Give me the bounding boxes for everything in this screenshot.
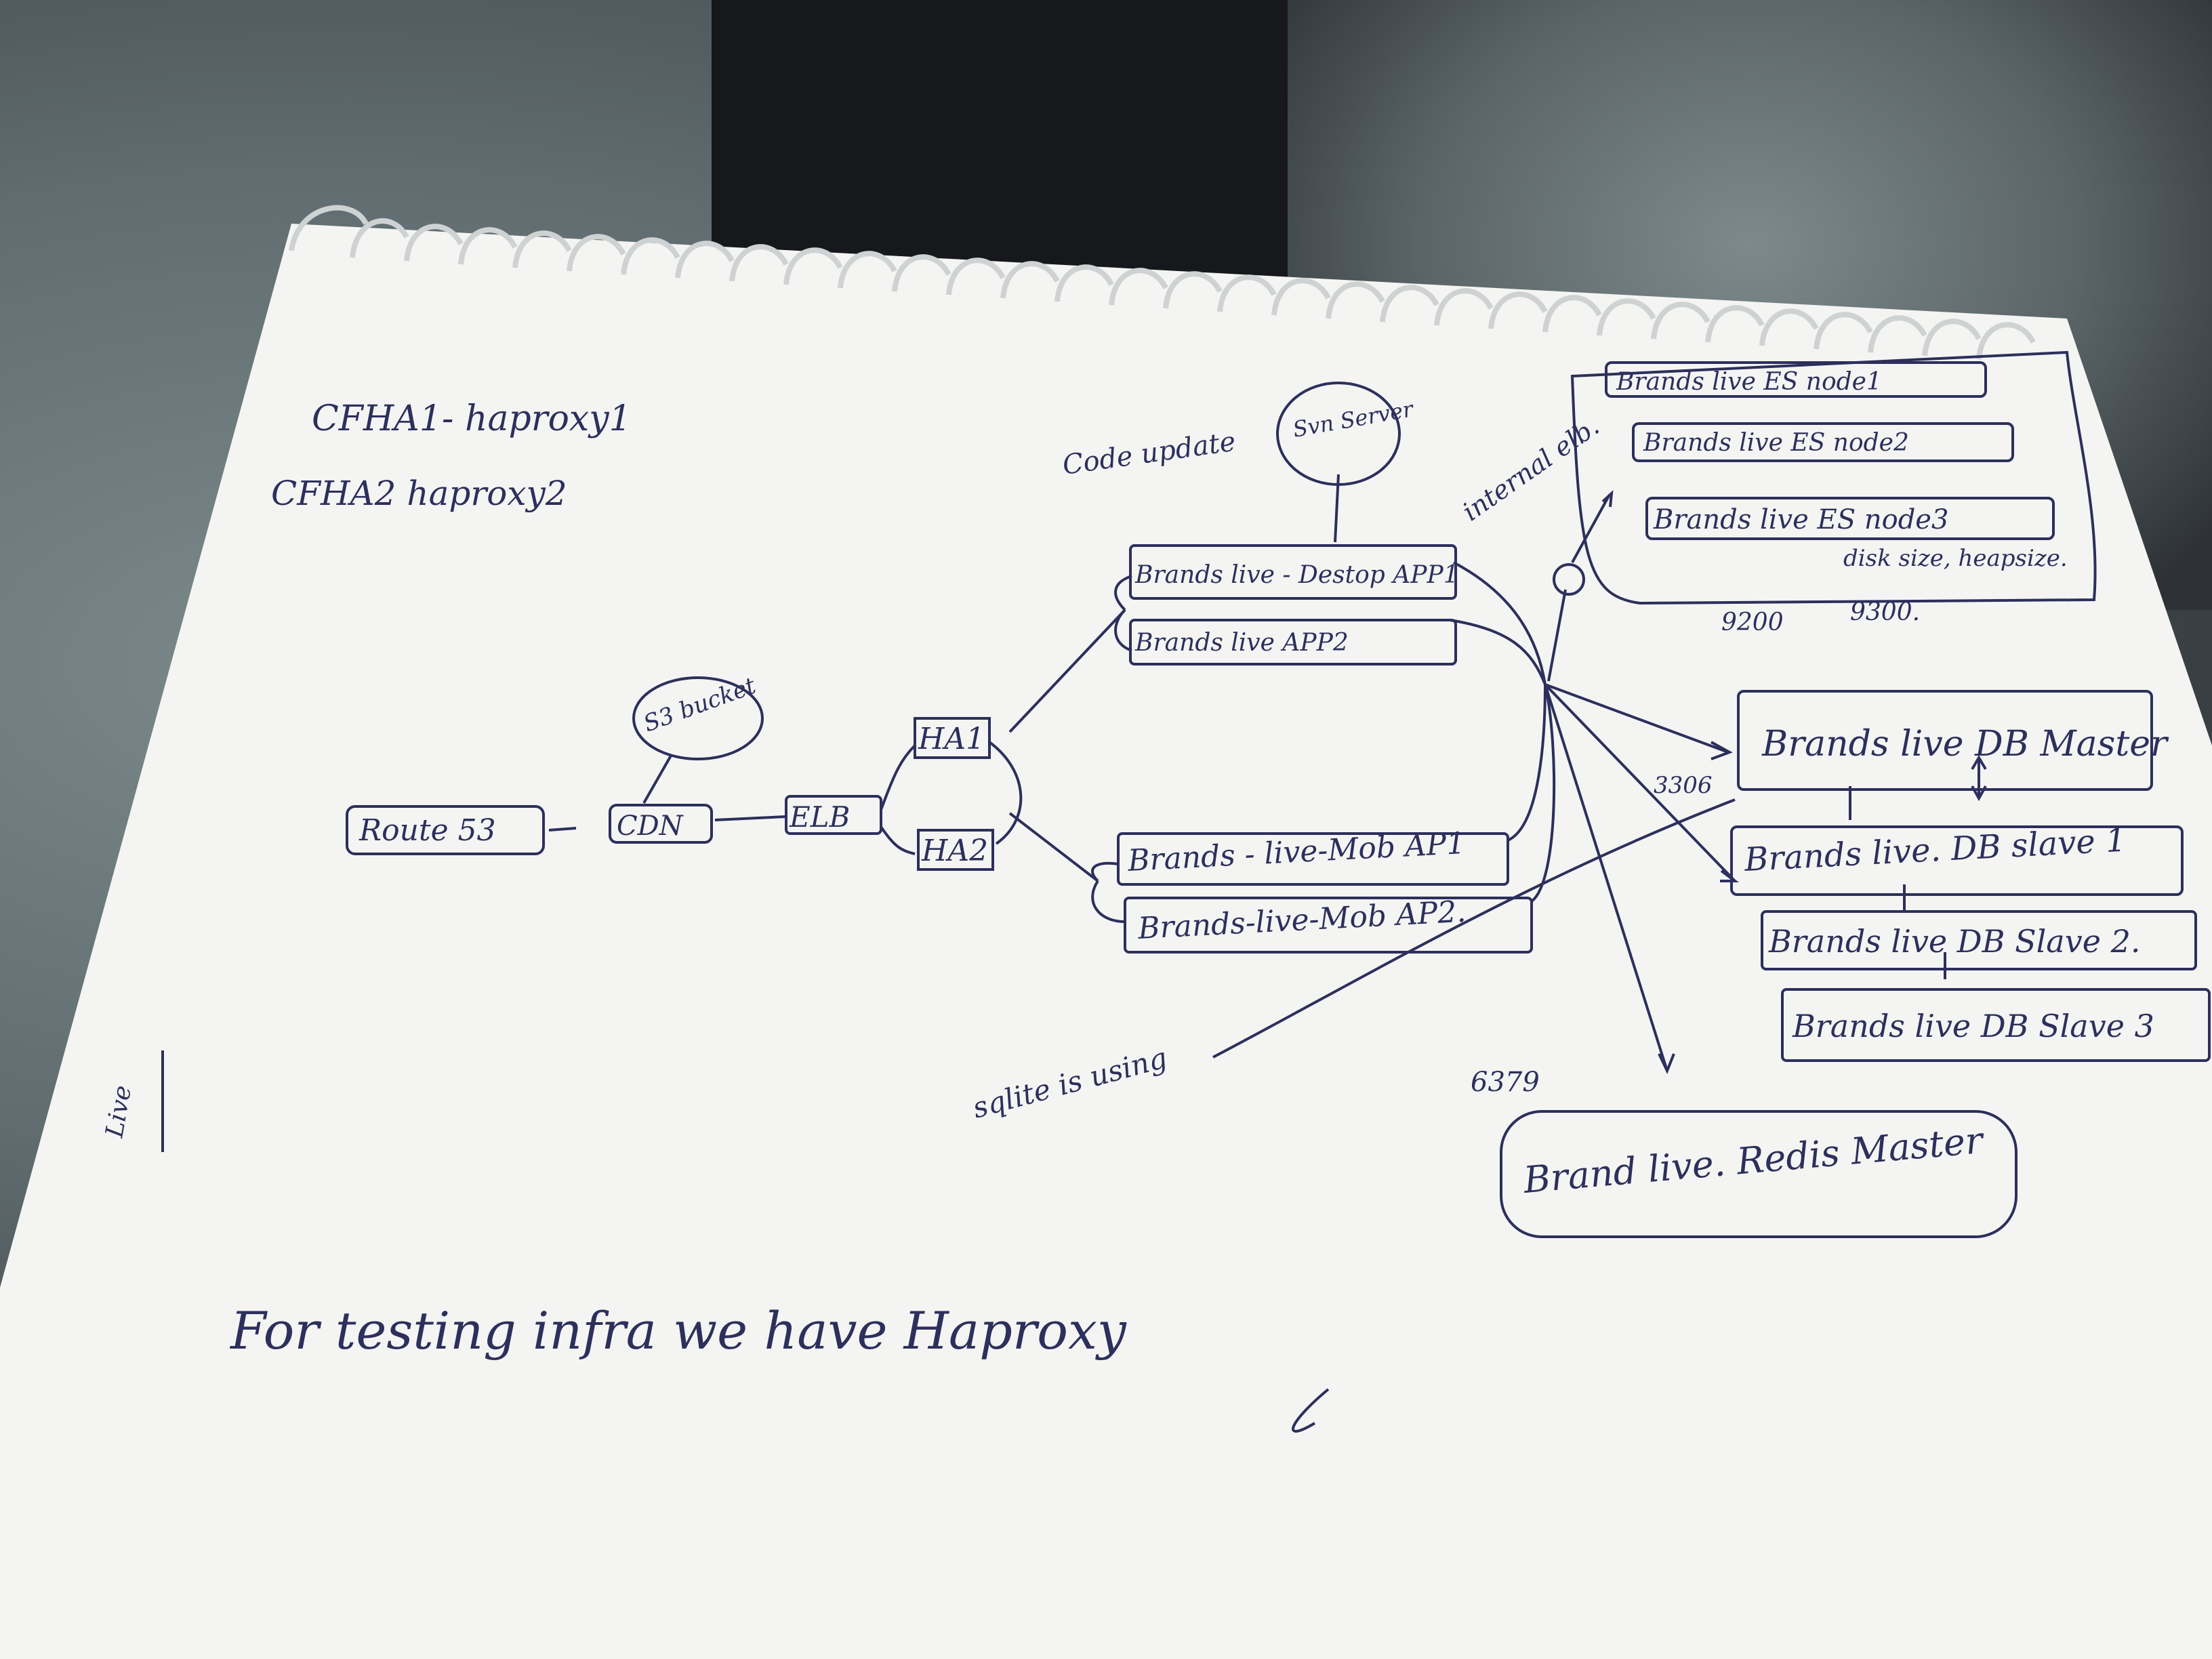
db-slave3-box [1781,988,2211,1062]
spiral-binding [289,205,2036,360]
db-slave2-label: Brands live DB Slave 2. [1768,923,2140,960]
node-boxes [346,350,2211,1238]
footer-note: For testing infra we have Haproxy [229,1300,1127,1361]
connector-lines [161,474,1987,1433]
db-slave3-label: Brands live DB Slave 3 [1792,1008,2154,1044]
ha2-label: HA2 [921,834,988,868]
route53-box [346,805,545,855]
db-slave1-box [1730,825,2184,896]
db-master-box [1737,690,2153,791]
es-node1-label: Brands live ES node1 [1616,368,1882,396]
es-port2-label: 9300. [1850,598,1920,626]
ha2-box [917,829,994,871]
route53-label: Route 53 [359,813,496,848]
haproxy1-note: CFHA1- haproxy1 [312,398,632,439]
db-port-label: 3306 [1654,772,1713,799]
es-note-label: disk size, heapsize. [1843,545,2068,572]
svn-bubble [1276,382,1401,486]
desktop-app1-label: Brands live - Destop APP1 [1134,561,1459,589]
es-cluster-container [1570,350,2097,605]
paper-sheet [0,224,2212,1659]
desktop-app2-label: Brands live APP2 [1134,629,1349,657]
es-port1-label: 9200 [1721,609,1784,636]
db-master-label: Brands live DB Master [1761,724,2169,764]
es-node2-label: Brands live ES node2 [1643,429,1909,457]
mob-app2-box [1124,897,1533,954]
cdn-label: CDN [617,811,684,842]
elb-box [785,795,882,835]
background-shadow [712,0,1322,285]
cdn-box [609,804,713,844]
es-node1-box [1605,361,1987,398]
ha1-label: HA1 [918,722,985,756]
desktop-app1-box [1129,544,1457,600]
desktop-app2-box [1129,619,1457,665]
mob-app1-box [1117,832,1509,886]
redis-port-label: 6379 [1471,1067,1540,1098]
ha1-box [914,717,991,759]
s3bucket-bubble [632,676,764,760]
elb-label: ELB [789,800,850,834]
db-slave2-box [1761,910,2197,970]
es-node2-box [1632,422,2014,462]
es-node3-box [1645,497,2055,540]
haproxy2-note: CFHA2 haproxy2 [271,474,567,513]
es-node3-label: Brands live ES node3 [1653,504,1948,535]
redis-master-box [1500,1110,2018,1238]
